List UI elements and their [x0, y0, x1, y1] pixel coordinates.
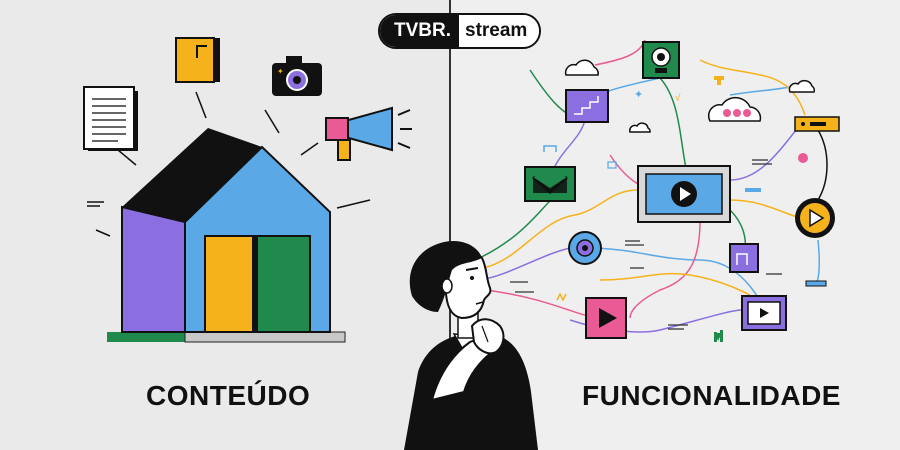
caption-functionality: FUNCIONALIDADE	[582, 380, 841, 411]
stairs-chart-icon	[565, 89, 609, 123]
brand-logo-part2: stream	[459, 15, 540, 47]
person-thinking-icon	[404, 240, 538, 450]
svg-text:✦: ✦	[277, 67, 284, 76]
radiating-lines	[87, 91, 371, 237]
pink-play-icon	[585, 297, 627, 339]
connection-lines	[474, 39, 828, 333]
svg-text:√: √	[675, 92, 681, 104]
email-icon	[524, 166, 576, 202]
brand-logo-part1: TVBR.	[380, 15, 459, 47]
svg-text:✦: ✦	[634, 89, 643, 101]
caption-content: CONTEÚDO	[146, 380, 311, 411]
center-divider	[449, 0, 451, 450]
cloud-icon	[707, 96, 762, 122]
tv-screen-icon	[741, 295, 787, 331]
ground-green	[107, 332, 185, 342]
house-icon	[121, 128, 331, 333]
disc-icon	[568, 231, 602, 265]
router-icon	[794, 116, 840, 132]
webcam-icon	[642, 41, 680, 79]
camera-icon: ✦	[272, 56, 322, 96]
cloud-icon	[564, 59, 816, 133]
play-button-icon	[795, 198, 835, 238]
video-player-icon	[637, 165, 731, 223]
document-icon	[83, 86, 138, 151]
ground-gray	[184, 331, 346, 343]
folder-icon	[175, 37, 220, 83]
decorations: ✦ √	[510, 76, 827, 342]
expand-icon	[729, 243, 759, 273]
brand-logo: TVBR. stream	[378, 13, 542, 49]
megaphone-icon	[325, 106, 412, 161]
